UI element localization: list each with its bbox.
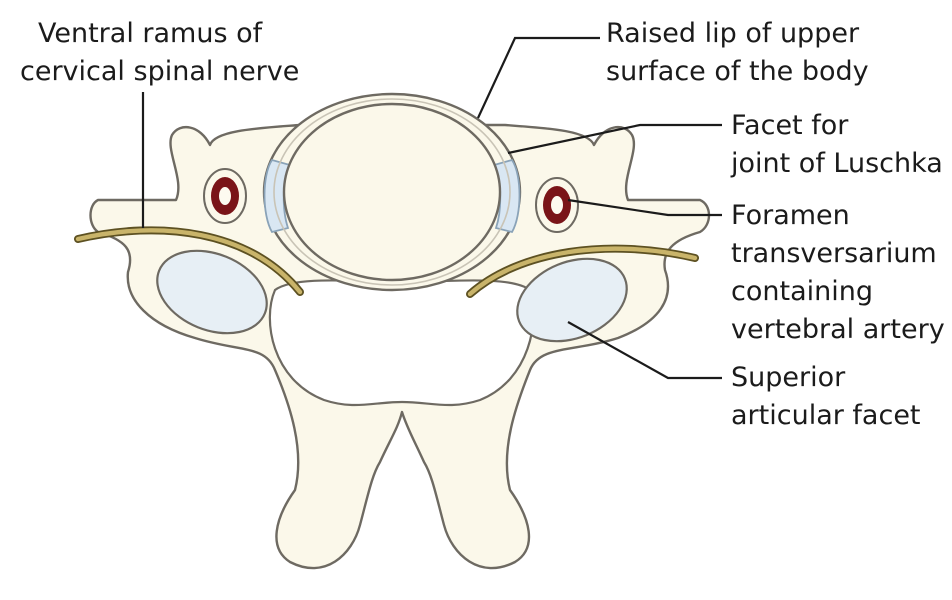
ventral-ramus-right	[467, 246, 698, 297]
label-ventral-ramus: Ventral ramus of cervical spinal nerve	[20, 18, 299, 87]
leader-foramen	[567, 198, 722, 217]
vertebral-artery-left-lumen	[219, 187, 231, 205]
raised-lip-upper-surface	[273, 98, 511, 286]
superior-articular-facet-right	[516, 257, 628, 343]
label-superior-facet: Superior articular facet	[731, 362, 921, 431]
leader-luschka	[507, 123, 722, 155]
leader-raised-lip	[477, 36, 600, 119]
label-luschka-facet: Facet for joint of Luschka	[730, 110, 943, 179]
superior-articular-facet-left	[156, 249, 268, 335]
vertebral-foramen	[268, 279, 535, 407]
label-raised-lip: Raised lip of upper surface of the body	[606, 18, 869, 87]
vertebral-artery-right-lumen	[551, 196, 563, 214]
label-foramen-transversarium: Foramen transversarium containing verteb…	[731, 200, 945, 345]
vertebral-body	[282, 102, 502, 282]
ventral-ramus-left	[75, 228, 303, 295]
leader-superior-facet	[567, 321, 722, 380]
